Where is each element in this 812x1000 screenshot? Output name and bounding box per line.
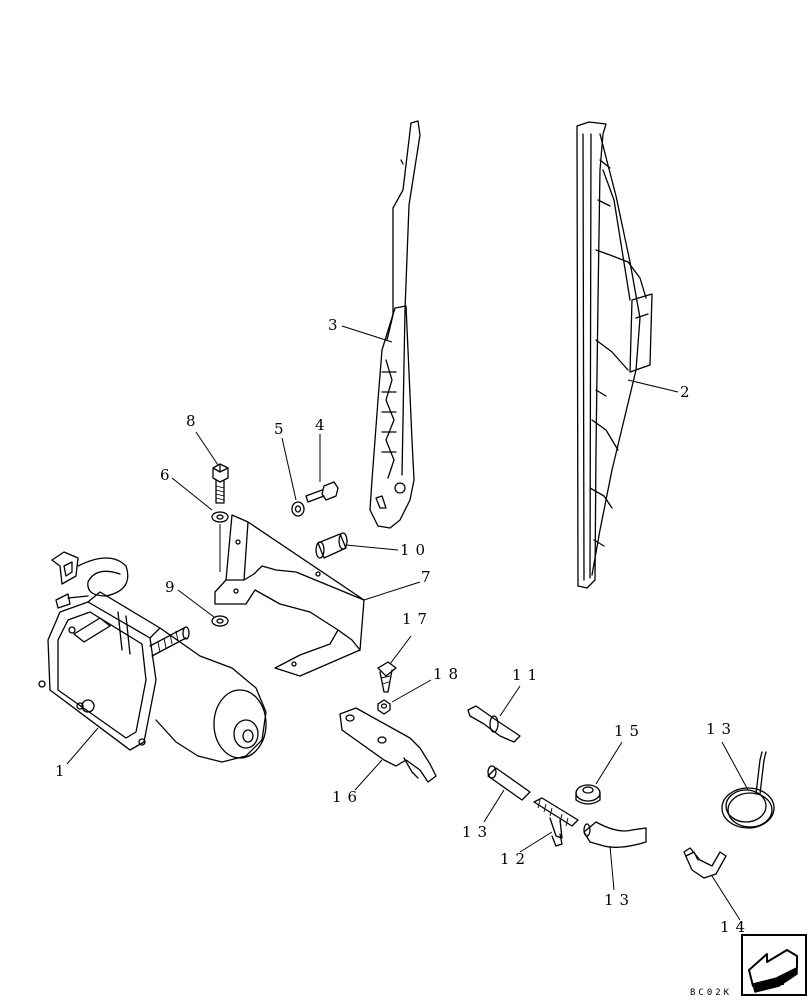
bracket-16	[339, 707, 437, 783]
washer-9	[211, 615, 229, 627]
tube-13a	[487, 765, 531, 801]
washer-6	[211, 511, 229, 523]
figure-code: BC02K	[690, 988, 733, 998]
clip-14	[683, 847, 727, 879]
callout-11: 11	[512, 666, 544, 684]
connector-11	[467, 705, 521, 743]
callout-3: 3	[328, 316, 344, 334]
callout-1: 1	[55, 762, 71, 780]
callout-4: 4	[315, 416, 331, 434]
hose-coil-13c	[721, 751, 775, 829]
callout-15: 15	[614, 722, 646, 740]
screw-17	[377, 661, 397, 693]
wiper-blade	[576, 121, 653, 589]
callout-13a: 13	[462, 823, 494, 841]
wiper-motor	[38, 551, 267, 763]
bracket-7	[214, 514, 365, 677]
previous-page-button[interactable]	[741, 934, 807, 996]
nut-18	[377, 699, 391, 715]
callout-7: 7	[421, 568, 437, 586]
bolt-4	[305, 481, 339, 503]
grommet-15	[575, 784, 601, 805]
callout-18: 18	[433, 665, 465, 683]
callout-14: 14	[720, 918, 752, 936]
callout-16: 16	[332, 788, 364, 806]
arrow-left-icon	[748, 949, 798, 993]
wiper-arm	[369, 120, 421, 529]
callout-5: 5	[274, 420, 290, 438]
callout-12: 12	[500, 850, 532, 868]
hose-13b	[583, 821, 647, 848]
callout-8: 8	[186, 412, 202, 430]
washer-5	[291, 501, 305, 517]
tee-12	[533, 797, 579, 847]
callout-13b: 13	[604, 891, 636, 909]
callout-9: 9	[165, 578, 181, 596]
callout-17: 17	[402, 610, 434, 628]
callout-13c: 13	[706, 720, 738, 738]
spacer-10	[315, 532, 348, 559]
bolt-8	[212, 463, 229, 504]
callout-10: 10	[400, 541, 432, 559]
callout-6: 6	[160, 466, 176, 484]
leader-lines	[66, 325, 749, 921]
callout-2: 2	[680, 383, 696, 401]
